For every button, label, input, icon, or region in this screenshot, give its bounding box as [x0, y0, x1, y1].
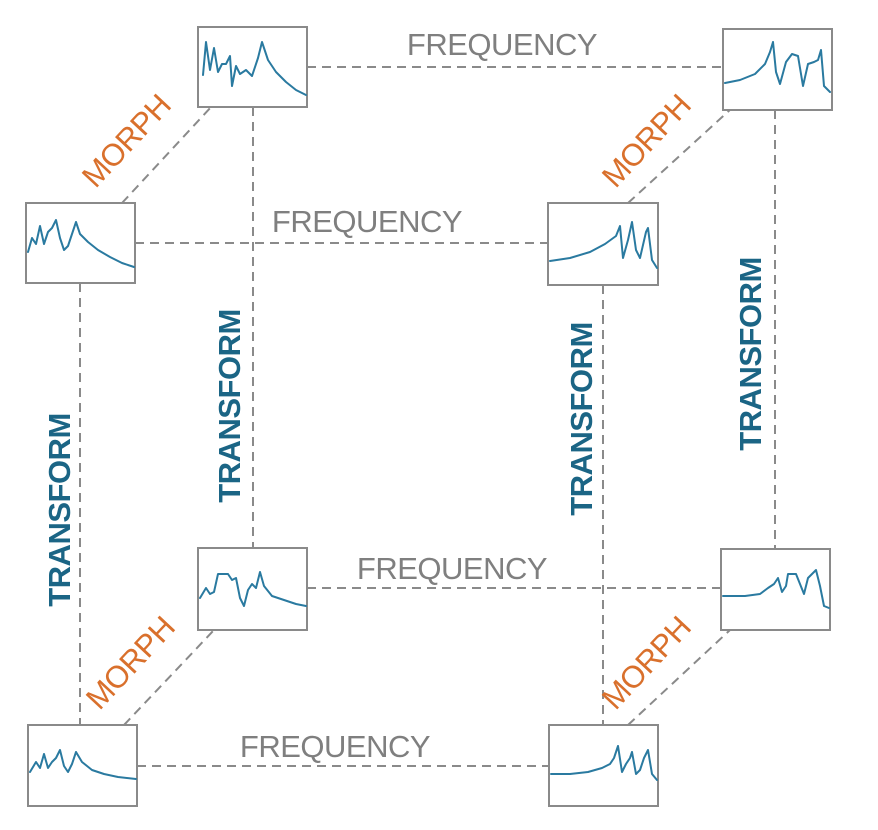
morph-connector-bottom-right: [627, 629, 731, 726]
multi-peak-waveform-icon: [549, 221, 658, 269]
diagram-labels: FREQUENCY FREQUENCY FREQUENCY FREQUENCY …: [42, 27, 768, 764]
waveform-nodes: [25, 26, 833, 807]
transform-label: TRANSFORM: [42, 413, 77, 607]
transform-label: TRANSFORM: [733, 257, 768, 451]
frequency-label: FREQUENCY: [357, 551, 547, 586]
node-back-bottom-right: [720, 548, 831, 631]
multi-peak-waveform-icon: [27, 219, 135, 268]
frequency-label: FREQUENCY: [240, 729, 430, 764]
node-front-bottom-left: [27, 724, 138, 807]
node-front-top-left: [25, 202, 136, 284]
multi-peak-waveform-icon: [202, 41, 307, 96]
frequency-label: FREQUENCY: [407, 27, 597, 62]
morph-label: MORPH: [79, 610, 182, 716]
connector-lines: [79, 66, 776, 767]
multi-peak-waveform-icon: [29, 749, 137, 780]
morph-label: MORPH: [595, 88, 698, 194]
node-back-bottom-left: [197, 547, 308, 631]
frequency-label: FREQUENCY: [272, 204, 462, 239]
multi-peak-waveform-icon: [722, 569, 830, 609]
multi-peak-waveform-icon: [550, 745, 658, 781]
morph-connector-bottom-left: [123, 629, 215, 726]
multi-peak-waveform-icon: [724, 41, 831, 93]
node-back-top-right: [722, 28, 833, 111]
node-back-top-left: [197, 26, 308, 108]
node-front-bottom-right: [548, 724, 659, 807]
morph-connector-top-right: [627, 107, 733, 204]
multi-peak-waveform-icon: [199, 571, 307, 607]
transform-label: TRANSFORM: [564, 322, 599, 516]
transform-label: TRANSFORM: [212, 309, 247, 503]
morph-label: MORPH: [75, 88, 178, 194]
node-front-top-right: [547, 202, 659, 286]
morph-connector-top-left: [121, 105, 213, 204]
morph-label: MORPH: [595, 610, 698, 716]
